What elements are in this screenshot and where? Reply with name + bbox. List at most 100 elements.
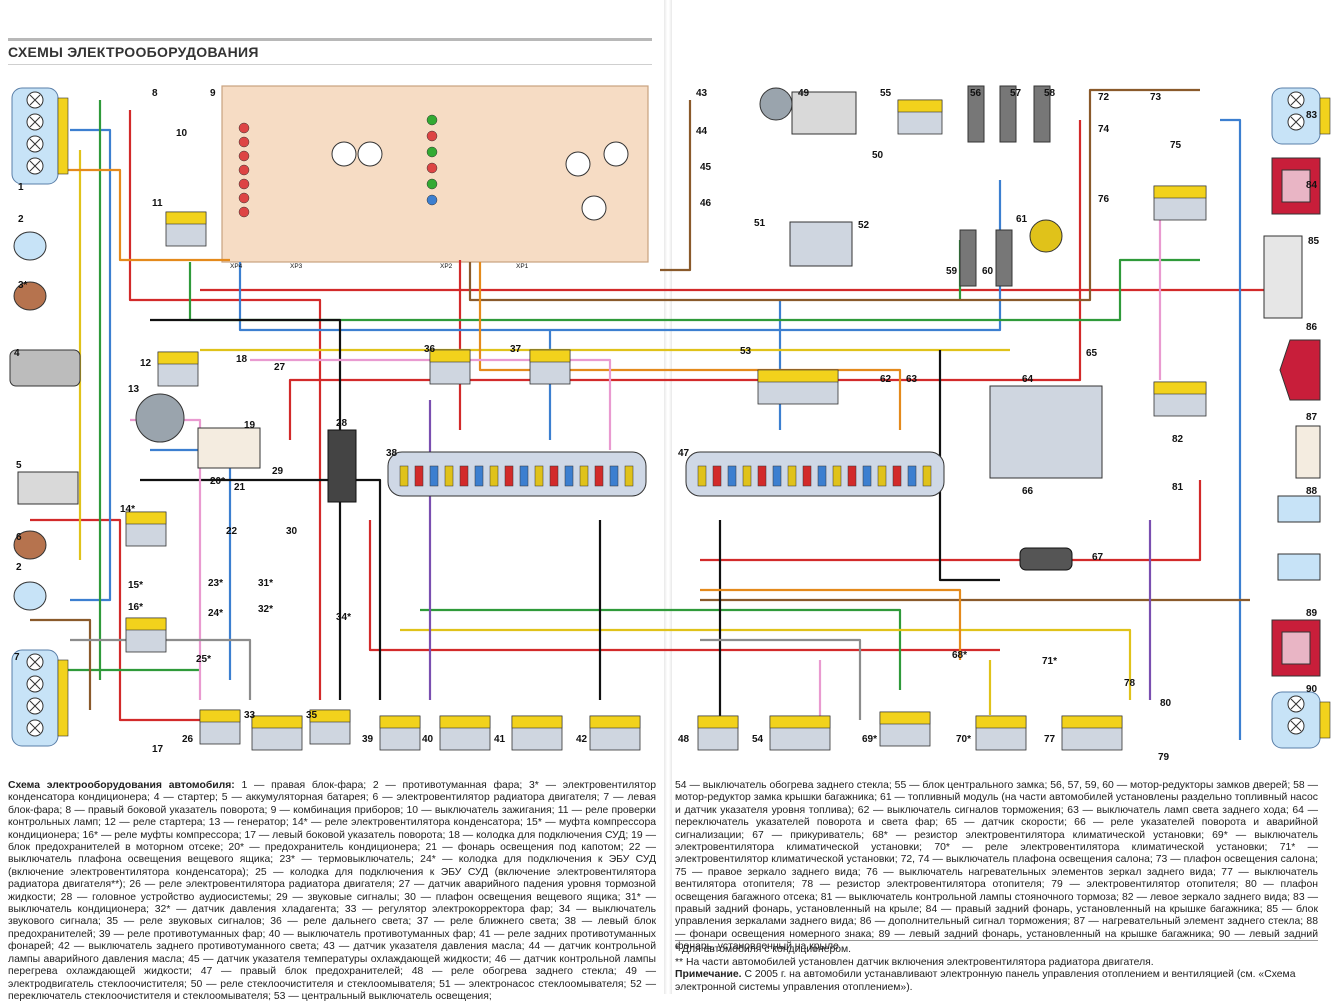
header-rule-top xyxy=(8,38,652,41)
connector-label-xp3: XP3 xyxy=(290,263,303,270)
switch-rear-fog xyxy=(589,715,641,751)
component-label-55: 55 xyxy=(880,88,892,99)
indicator-lamp xyxy=(238,164,250,176)
component-label-81: 81 xyxy=(1172,482,1184,493)
component-label-4: 4 xyxy=(14,348,20,359)
component-label-64: 64 xyxy=(1022,374,1034,385)
component-label-37: 37 xyxy=(510,344,522,355)
wire-0 xyxy=(128,110,322,700)
component-label-36: 36 xyxy=(424,344,436,355)
relay-climate-fan xyxy=(975,715,1027,751)
fuse-block-right xyxy=(685,451,945,497)
audio-head-unit xyxy=(327,429,357,503)
wire-22 xyxy=(468,88,1200,302)
headlamp-right xyxy=(11,87,69,185)
relay-horn xyxy=(309,709,351,745)
caption-right: 54 — выключатель обогрева заднего стекла… xyxy=(675,780,1318,954)
component-label-25-star: 25* xyxy=(196,654,211,665)
component-label-79: 79 xyxy=(1158,752,1170,763)
headlamp-left xyxy=(11,649,69,747)
component-label-9: 9 xyxy=(210,88,216,99)
fuse xyxy=(757,465,767,487)
temp-gauge xyxy=(603,141,629,167)
component-label-77: 77 xyxy=(1044,734,1056,745)
component-label-44: 44 xyxy=(696,126,708,137)
component-label-3-star: 3* xyxy=(18,280,28,291)
component-label-33: 33 xyxy=(244,710,256,721)
indicator-lamp xyxy=(426,114,438,126)
fuse xyxy=(549,465,559,487)
wire-30 xyxy=(938,350,1000,582)
fuse xyxy=(817,465,827,487)
footnote-star: * Для автомобиля с кондиционером. xyxy=(675,944,852,955)
door-lock-motor-4 xyxy=(995,229,1013,287)
footnote-rule xyxy=(675,940,1318,941)
connector-label-xp4: XP4 xyxy=(230,263,243,270)
wire-25 xyxy=(660,100,692,272)
component-label-26: 26 xyxy=(182,734,194,745)
battery xyxy=(17,471,79,505)
switch-climate-fan xyxy=(879,711,931,747)
component-label-39: 39 xyxy=(362,734,374,745)
wire-12 xyxy=(1220,118,1242,740)
component-label-82: 82 xyxy=(1172,434,1184,445)
central-lock-unit xyxy=(897,99,943,135)
component-label-40: 40 xyxy=(422,734,434,745)
component-label-48: 48 xyxy=(678,734,690,745)
component-label-49: 49 xyxy=(798,88,810,99)
component-label-88: 88 xyxy=(1306,486,1318,497)
tachometer xyxy=(357,141,383,167)
wire-31 xyxy=(60,168,230,262)
component-label-73: 73 xyxy=(1150,92,1162,103)
component-label-13: 13 xyxy=(128,384,140,395)
switch-fog xyxy=(439,715,491,751)
wire-23 xyxy=(30,618,92,710)
extra-stop-light xyxy=(1279,339,1321,401)
wires xyxy=(30,88,1300,740)
component-label-29: 29 xyxy=(272,466,284,477)
indicator-lamp xyxy=(426,146,438,158)
fuse xyxy=(579,465,589,487)
component-label-42: 42 xyxy=(576,734,588,745)
rear-light-right-trunk xyxy=(1271,157,1321,215)
fuse xyxy=(534,465,544,487)
indicator-lamp xyxy=(238,192,250,204)
component-label-10: 10 xyxy=(176,128,188,139)
caption-heading: Схема электрооборудования автомобиля: xyxy=(8,780,235,791)
component-label-60: 60 xyxy=(982,266,994,277)
fuse xyxy=(907,465,917,487)
component-label-75: 75 xyxy=(1170,140,1182,151)
component-label-17: 17 xyxy=(152,744,164,755)
relay-lamp-check xyxy=(165,211,207,247)
component-label-74: 74 xyxy=(1098,124,1110,135)
component-label-46: 46 xyxy=(700,198,712,209)
switch-rear-window-heat xyxy=(769,715,831,751)
component-label-47: 47 xyxy=(678,448,690,459)
wire-26 xyxy=(140,478,382,700)
connector-label-xp2: XP2 xyxy=(440,263,453,270)
component-label-28: 28 xyxy=(336,418,348,429)
component-label-12: 12 xyxy=(140,358,152,369)
fuse xyxy=(877,465,887,487)
component-label-62: 62 xyxy=(880,374,892,385)
wiper-motor xyxy=(759,87,793,121)
fuse xyxy=(712,465,722,487)
component-label-2: 2 xyxy=(16,562,22,573)
rear-window-heater xyxy=(1295,425,1321,479)
fuse xyxy=(399,465,409,487)
fuse xyxy=(474,465,484,487)
wire-34 xyxy=(130,418,202,700)
fuse xyxy=(519,465,529,487)
wire-2 xyxy=(30,518,200,722)
generator xyxy=(135,393,185,443)
component-label-30: 30 xyxy=(286,526,298,537)
wiper-gearbox xyxy=(791,91,857,135)
fuse xyxy=(742,465,752,487)
component-label-22: 22 xyxy=(226,526,238,537)
fuse xyxy=(847,465,857,487)
wire-5 xyxy=(700,480,1202,562)
component-label-86: 86 xyxy=(1306,322,1318,333)
component-label-70-star: 70* xyxy=(956,734,971,745)
component-label-56: 56 xyxy=(970,88,982,99)
